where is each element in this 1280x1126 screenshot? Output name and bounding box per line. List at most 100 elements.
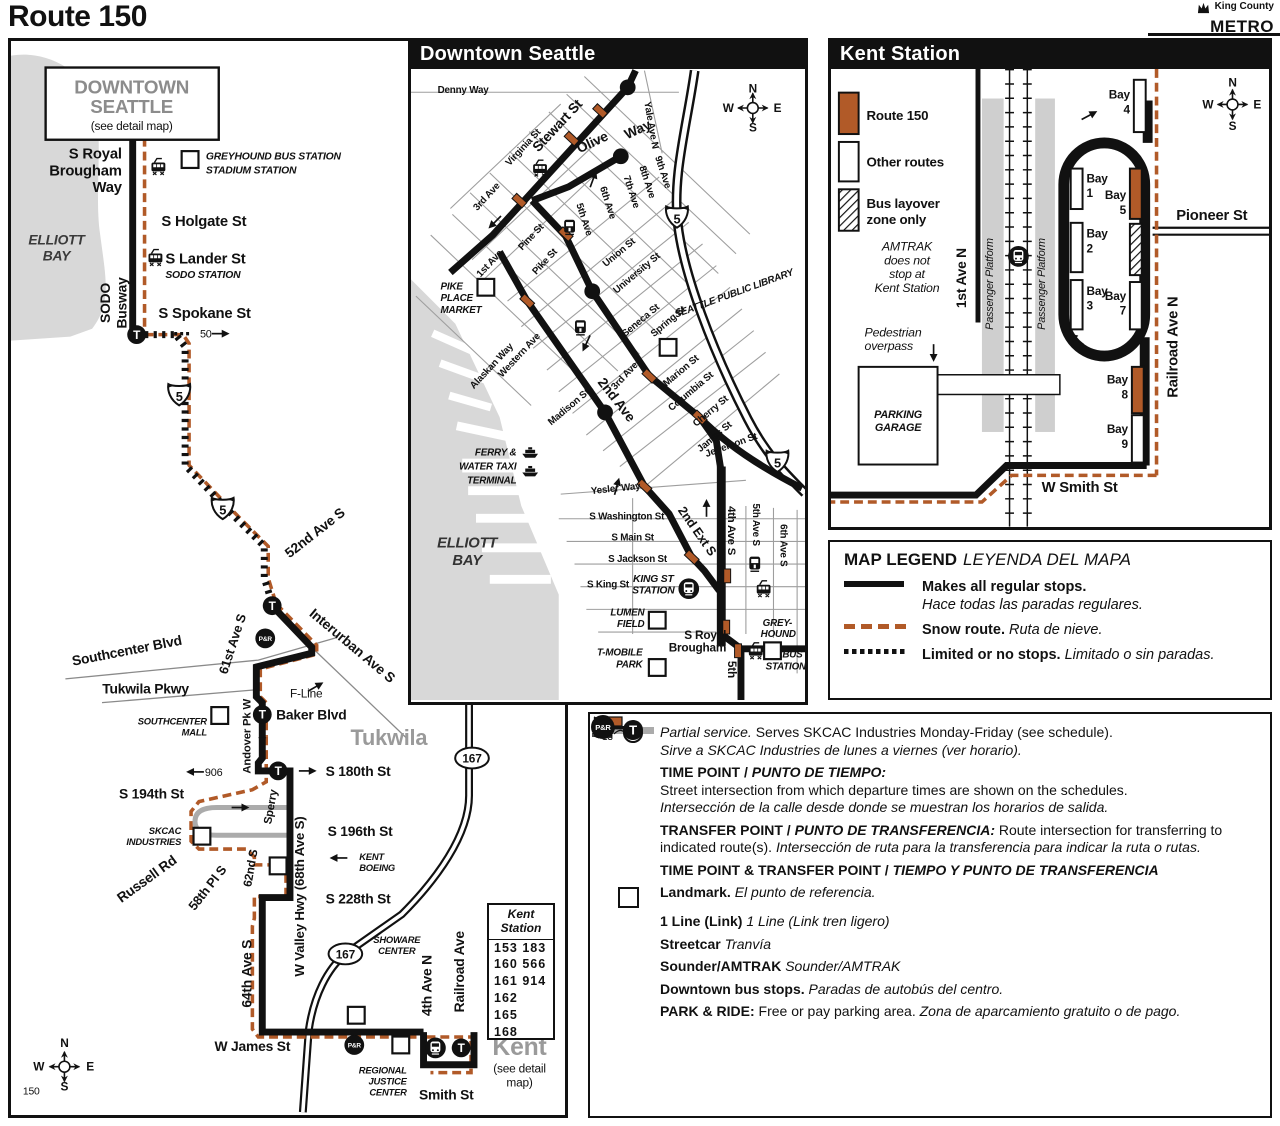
snow-route	[831, 68, 1159, 504]
map-label: KENT	[359, 851, 385, 862]
svg-text:P&R: P&R	[259, 636, 273, 643]
map-label: 62nd S	[240, 848, 260, 888]
map-label: S 194th St	[119, 786, 185, 802]
lm-icon	[647, 658, 667, 677]
routes-row: 168	[494, 1024, 518, 1039]
map-label: 8	[1122, 387, 1129, 401]
route-150-swatch	[837, 91, 860, 136]
map-label: Tukwila Pkwy	[102, 681, 189, 697]
map-label: STATION	[766, 661, 805, 672]
arrow-icon	[329, 854, 348, 862]
king-county-metro-logo: King County METRO	[1197, 2, 1274, 36]
map-label: map)	[506, 1075, 532, 1089]
sr167-highway	[298, 666, 473, 1113]
map-label: E	[1253, 97, 1261, 111]
map-label: STADIUM STATION	[206, 165, 297, 176]
lm-icon	[476, 277, 496, 297]
legend-limited-es: Limitado o sin paradas.	[1064, 647, 1215, 664]
map-label: 5	[1120, 203, 1127, 217]
legend-row-transfer-point: 2 13 T TRANSFER POINT / PUNTO DE TRANSFE…	[592, 717, 1258, 857]
sr-icon: 167	[327, 942, 364, 966]
park-and-ride-icon: P&R	[591, 715, 615, 739]
map-label: W James St	[215, 1038, 291, 1054]
stop-icon	[734, 643, 742, 659]
stop-icon	[519, 293, 536, 309]
routes-row: 165	[494, 1008, 518, 1023]
dot-icon	[584, 283, 601, 300]
stops-es: Paradas de autobús del centro.	[808, 980, 1004, 997]
map-label: SHOWARE	[373, 934, 421, 945]
dot-icon	[612, 148, 629, 165]
kent-roads	[831, 68, 1269, 499]
legend-row-downtown-stops: Downtown bus stops. Paradas de autobús d…	[592, 716, 1258, 999]
map-label: Interurban Ave S	[307, 605, 399, 686]
bays	[1069, 78, 1147, 464]
legend-row-landmark: Landmark. El punto de referencia.	[596, 884, 1258, 908]
map-label: Bay	[1105, 188, 1127, 202]
map-label: 7	[1120, 304, 1127, 318]
map-label: AMTRAK	[881, 239, 933, 253]
legend-row-time-transfer-point: 2 13 T TIME POINT & TRANSFER POINT / TIE…	[592, 716, 1258, 880]
map-label: CENTER	[378, 945, 416, 956]
routes-row: 160 566	[494, 957, 547, 972]
map-label: BOEING	[359, 862, 395, 873]
map-label: S Washington St	[589, 512, 665, 523]
map-label: 150	[23, 1086, 40, 1097]
map-label: S 228th St	[326, 890, 392, 906]
rail-tracks	[1005, 68, 1032, 527]
tp-icon: T	[252, 705, 272, 724]
map-label: DOWNTOWN	[74, 76, 189, 97]
map-label: W Smith St	[1042, 480, 1118, 496]
map-label: Russell Rd	[114, 852, 180, 906]
map-label: Route 150	[867, 108, 929, 123]
kent-inset-panel: Kent Station	[828, 38, 1272, 530]
passenger-platform-east	[1035, 98, 1055, 432]
map-label: E	[774, 101, 782, 115]
map-label: (see detail map)	[91, 119, 173, 133]
map-label: S	[749, 121, 757, 135]
other-routes-swatch	[837, 140, 860, 183]
svg-text:167: 167	[336, 947, 356, 961]
map-label: 1	[1087, 186, 1094, 200]
downtown-inset-panel: Downtown Seattle	[408, 38, 808, 705]
snow-line-sample	[844, 624, 906, 630]
map-label: overpass	[865, 339, 913, 353]
map-label: W Valley Hwy (68th Ave S)	[292, 816, 307, 976]
map-label: 5th	[725, 661, 739, 678]
map-label: S 180th St	[326, 763, 392, 779]
pr-icon: P&R	[255, 628, 276, 649]
legend-regular-es: Hace todas las paradas regulares.	[922, 597, 1143, 614]
parkride-en: Free or pay parking area.	[758, 1003, 916, 1019]
map-label: Tukwila	[351, 725, 429, 750]
bay-2	[1069, 221, 1084, 274]
map-label: 5th Ave	[573, 202, 594, 238]
map-label: HOUND	[761, 629, 796, 640]
map-label: STATION	[632, 586, 675, 597]
map-label: (see detail	[493, 1062, 546, 1076]
map-label: Olive	[574, 128, 610, 156]
map-label: does not	[884, 253, 930, 267]
legend-row-sounder: Sounder/AMTRAK Sounder/AMTRAK	[591, 715, 1258, 976]
legend-snow-es: Ruta de nieve.	[1009, 622, 1103, 639]
tp-icon: T	[451, 1038, 471, 1058]
map-label: JUSTICE	[368, 1076, 407, 1087]
dot-icon	[619, 79, 636, 96]
link-icon	[148, 248, 163, 267]
map-label: Way	[92, 180, 122, 196]
map-label: SODO	[97, 283, 113, 323]
map-label: S Main St	[611, 532, 654, 543]
i5-icon: 5	[765, 449, 790, 474]
downtown-callout-box	[44, 66, 220, 141]
layover-swatch	[837, 188, 860, 232]
map-label: Pine St	[516, 221, 546, 253]
map-label: GARAGE	[875, 422, 922, 434]
time-transfer-es-b: TIEMPO Y PUNTO DE TRANSFERENCIA	[892, 861, 1159, 878]
map-label: 7th Ave	[621, 174, 642, 210]
map-label: Pioneer St	[1176, 208, 1247, 224]
map-label: Passenger Platform	[1036, 238, 1048, 330]
sounder-icon	[1008, 246, 1029, 267]
tp-icon: T	[127, 325, 147, 345]
